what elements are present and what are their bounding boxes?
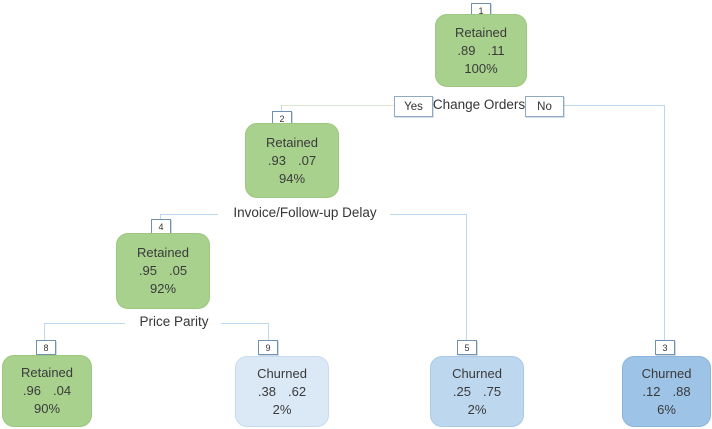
node-8-probabilities: .96 .04 — [23, 382, 71, 400]
node-4-prob-retained: .95 — [138, 263, 157, 278]
node-1-prob-churned: .11 — [487, 42, 505, 58]
node-1-prob-retained: .89 — [457, 42, 476, 58]
tree-node-2: Retained .93 .07 94% — [245, 123, 339, 198]
node-9-class-label: Churned — [257, 365, 307, 381]
node-4-class-label: Retained — [136, 245, 190, 260]
yes-label: Yes — [404, 100, 423, 113]
node-9-prob-retained: .38 — [257, 383, 276, 399]
node-8-class-label: Retained — [20, 365, 74, 380]
node-4-coverage: 92% — [149, 281, 177, 296]
node-5-prob-churned: .75 — [483, 383, 502, 399]
node-1-probabilities: .89 .11 — [457, 42, 504, 60]
no-choice-box: No — [525, 96, 564, 117]
node-1-coverage: 100% — [464, 60, 498, 76]
tree-node-3: Churned .12 .88 6% — [622, 356, 711, 427]
node-5-prob-retained: .25 — [452, 383, 471, 399]
node-5-coverage: 2% — [467, 401, 487, 417]
branch-line-price-right-horizontal — [221, 323, 268, 324]
node-9-probabilities: .38 .62 — [258, 383, 306, 401]
branch-line-price-left-vertical — [44, 323, 45, 340]
node-2-class-label: Retained — [265, 134, 319, 150]
node-5-probabilities: .25 .75 — [453, 383, 501, 401]
branch-line-invoice-left-stub — [160, 214, 161, 220]
split-label-change-orders: Change Orders — [432, 97, 526, 112]
node-3-probabilities: .12 .88 — [642, 383, 690, 401]
tree-node-9: Churned .38 .62 2% — [235, 356, 329, 427]
yes-choice-box: Yes — [394, 96, 433, 117]
branch-line-no-vertical — [664, 105, 665, 340]
tree-node-1: Retained .89 .11 100% — [435, 14, 527, 87]
node-4-probabilities: .95 .05 — [139, 262, 187, 280]
node-3-prob-retained: .12 — [642, 383, 661, 399]
no-label: No — [537, 100, 552, 113]
node-9-badge: 9 — [258, 340, 278, 355]
node-2-coverage: 94% — [278, 170, 306, 186]
node-3-coverage: 6% — [657, 401, 676, 417]
branch-line-invoice-right-horizontal — [390, 214, 466, 215]
node-3-class-label: Churned — [641, 365, 692, 381]
node-5-class-label: Churned — [452, 365, 502, 381]
branch-line-yes-horizontal — [281, 105, 394, 106]
node-4-badge: 4 — [151, 219, 171, 234]
node-9-prob-churned: .62 — [288, 383, 307, 399]
node-2-prob-retained: .93 — [267, 152, 286, 168]
split-label-invoice-delay: Invoice/Follow-up Delay — [233, 205, 377, 220]
node-3-prob-churned: .88 — [672, 383, 691, 399]
tree-node-8: Retained .96 .04 90% — [2, 355, 92, 427]
branch-line-price-left-horizontal — [44, 323, 125, 324]
tree-node-4: Retained .95 .05 92% — [116, 233, 210, 309]
node-8-coverage: 90% — [33, 401, 61, 416]
branch-line-yes-stub — [281, 105, 282, 112]
branch-line-price-right-vertical — [268, 323, 269, 340]
node-8-prob-retained: .96 — [22, 383, 41, 398]
branch-line-no-horizontal — [562, 105, 665, 106]
node-9-coverage: 2% — [272, 401, 292, 417]
node-8-prob-churned: .04 — [53, 383, 72, 398]
branch-line-invoice-right-vertical — [466, 214, 467, 340]
node-2-probabilities: .93 .07 — [268, 152, 316, 170]
node-8-badge: 8 — [36, 340, 56, 355]
split-label-price-parity: Price Parity — [139, 314, 209, 329]
node-3-badge: 3 — [655, 340, 675, 355]
node-5-badge: 5 — [457, 340, 477, 355]
node-4-prob-churned: .05 — [169, 263, 188, 278]
node-1-class-label: Retained — [454, 24, 508, 40]
tree-node-5: Churned .25 .75 2% — [430, 356, 524, 427]
branch-line-invoice-left-horizontal — [160, 214, 218, 215]
node-2-prob-churned: .07 — [298, 152, 317, 168]
